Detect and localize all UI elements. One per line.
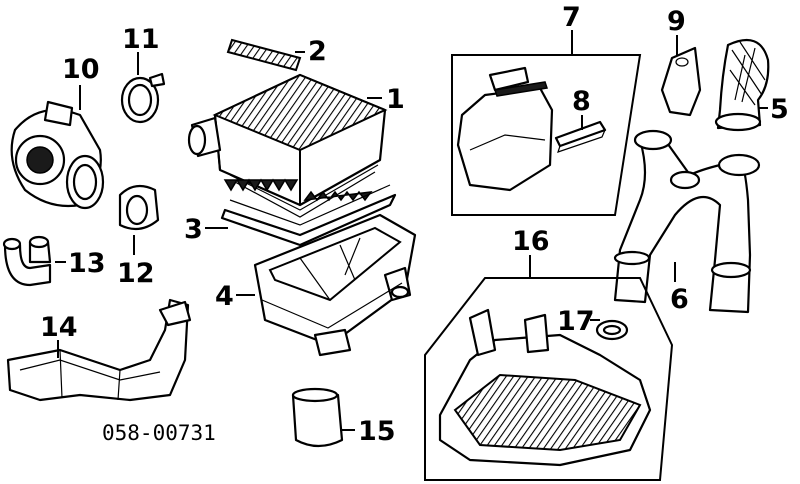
band-clamp-illustration bbox=[118, 184, 160, 231]
callout-12: 12 bbox=[117, 258, 155, 289]
intake-sleeve-illustration bbox=[291, 387, 344, 448]
callout-15: 15 bbox=[358, 416, 396, 447]
breather-hose-illustration bbox=[2, 235, 52, 287]
grommet-illustration bbox=[595, 319, 629, 341]
callout-7: 7 bbox=[562, 2, 581, 33]
hose-clamp-illustration bbox=[120, 72, 166, 124]
clip-bracket-illustration bbox=[660, 46, 702, 117]
label-plate-illustration bbox=[226, 38, 302, 72]
callout-17: 17 bbox=[557, 306, 595, 337]
callout-11: 11 bbox=[122, 24, 160, 55]
callout-6: 6 bbox=[670, 284, 689, 315]
air-cleaner-case-illustration bbox=[253, 213, 417, 357]
callout-16: 16 bbox=[512, 226, 550, 257]
air-cleaner-cover-illustration bbox=[187, 73, 388, 218]
resonator-illustration bbox=[714, 38, 770, 132]
leader-lines bbox=[55, 30, 768, 431]
callout-10: 10 bbox=[62, 54, 100, 85]
callout-9: 9 bbox=[667, 6, 686, 37]
bracket-group-illustration bbox=[451, 54, 642, 216]
callout-4: 4 bbox=[215, 281, 234, 312]
callout-14: 14 bbox=[40, 312, 78, 343]
callout-8: 8 bbox=[572, 86, 591, 117]
bracket-bar-illustration bbox=[554, 120, 607, 153]
callout-5: 5 bbox=[770, 94, 789, 125]
reference-code: 058-00731 bbox=[102, 421, 216, 445]
callout-3: 3 bbox=[184, 214, 203, 245]
intake-duct-y-illustration bbox=[613, 129, 761, 314]
callout-13: 13 bbox=[68, 248, 106, 279]
resonator-chamber-illustration bbox=[424, 277, 674, 481]
air-duct-bracket-illustration bbox=[6, 298, 192, 402]
callout-labels: 2 1 3 4 5 6 7 8 9 10 11 12 13 14 15 16 1… bbox=[40, 2, 789, 447]
callout-2: 2 bbox=[308, 36, 327, 67]
throttle-body-illustration bbox=[10, 100, 105, 210]
callout-1: 1 bbox=[386, 84, 405, 115]
filter-element-illustration bbox=[220, 184, 397, 247]
